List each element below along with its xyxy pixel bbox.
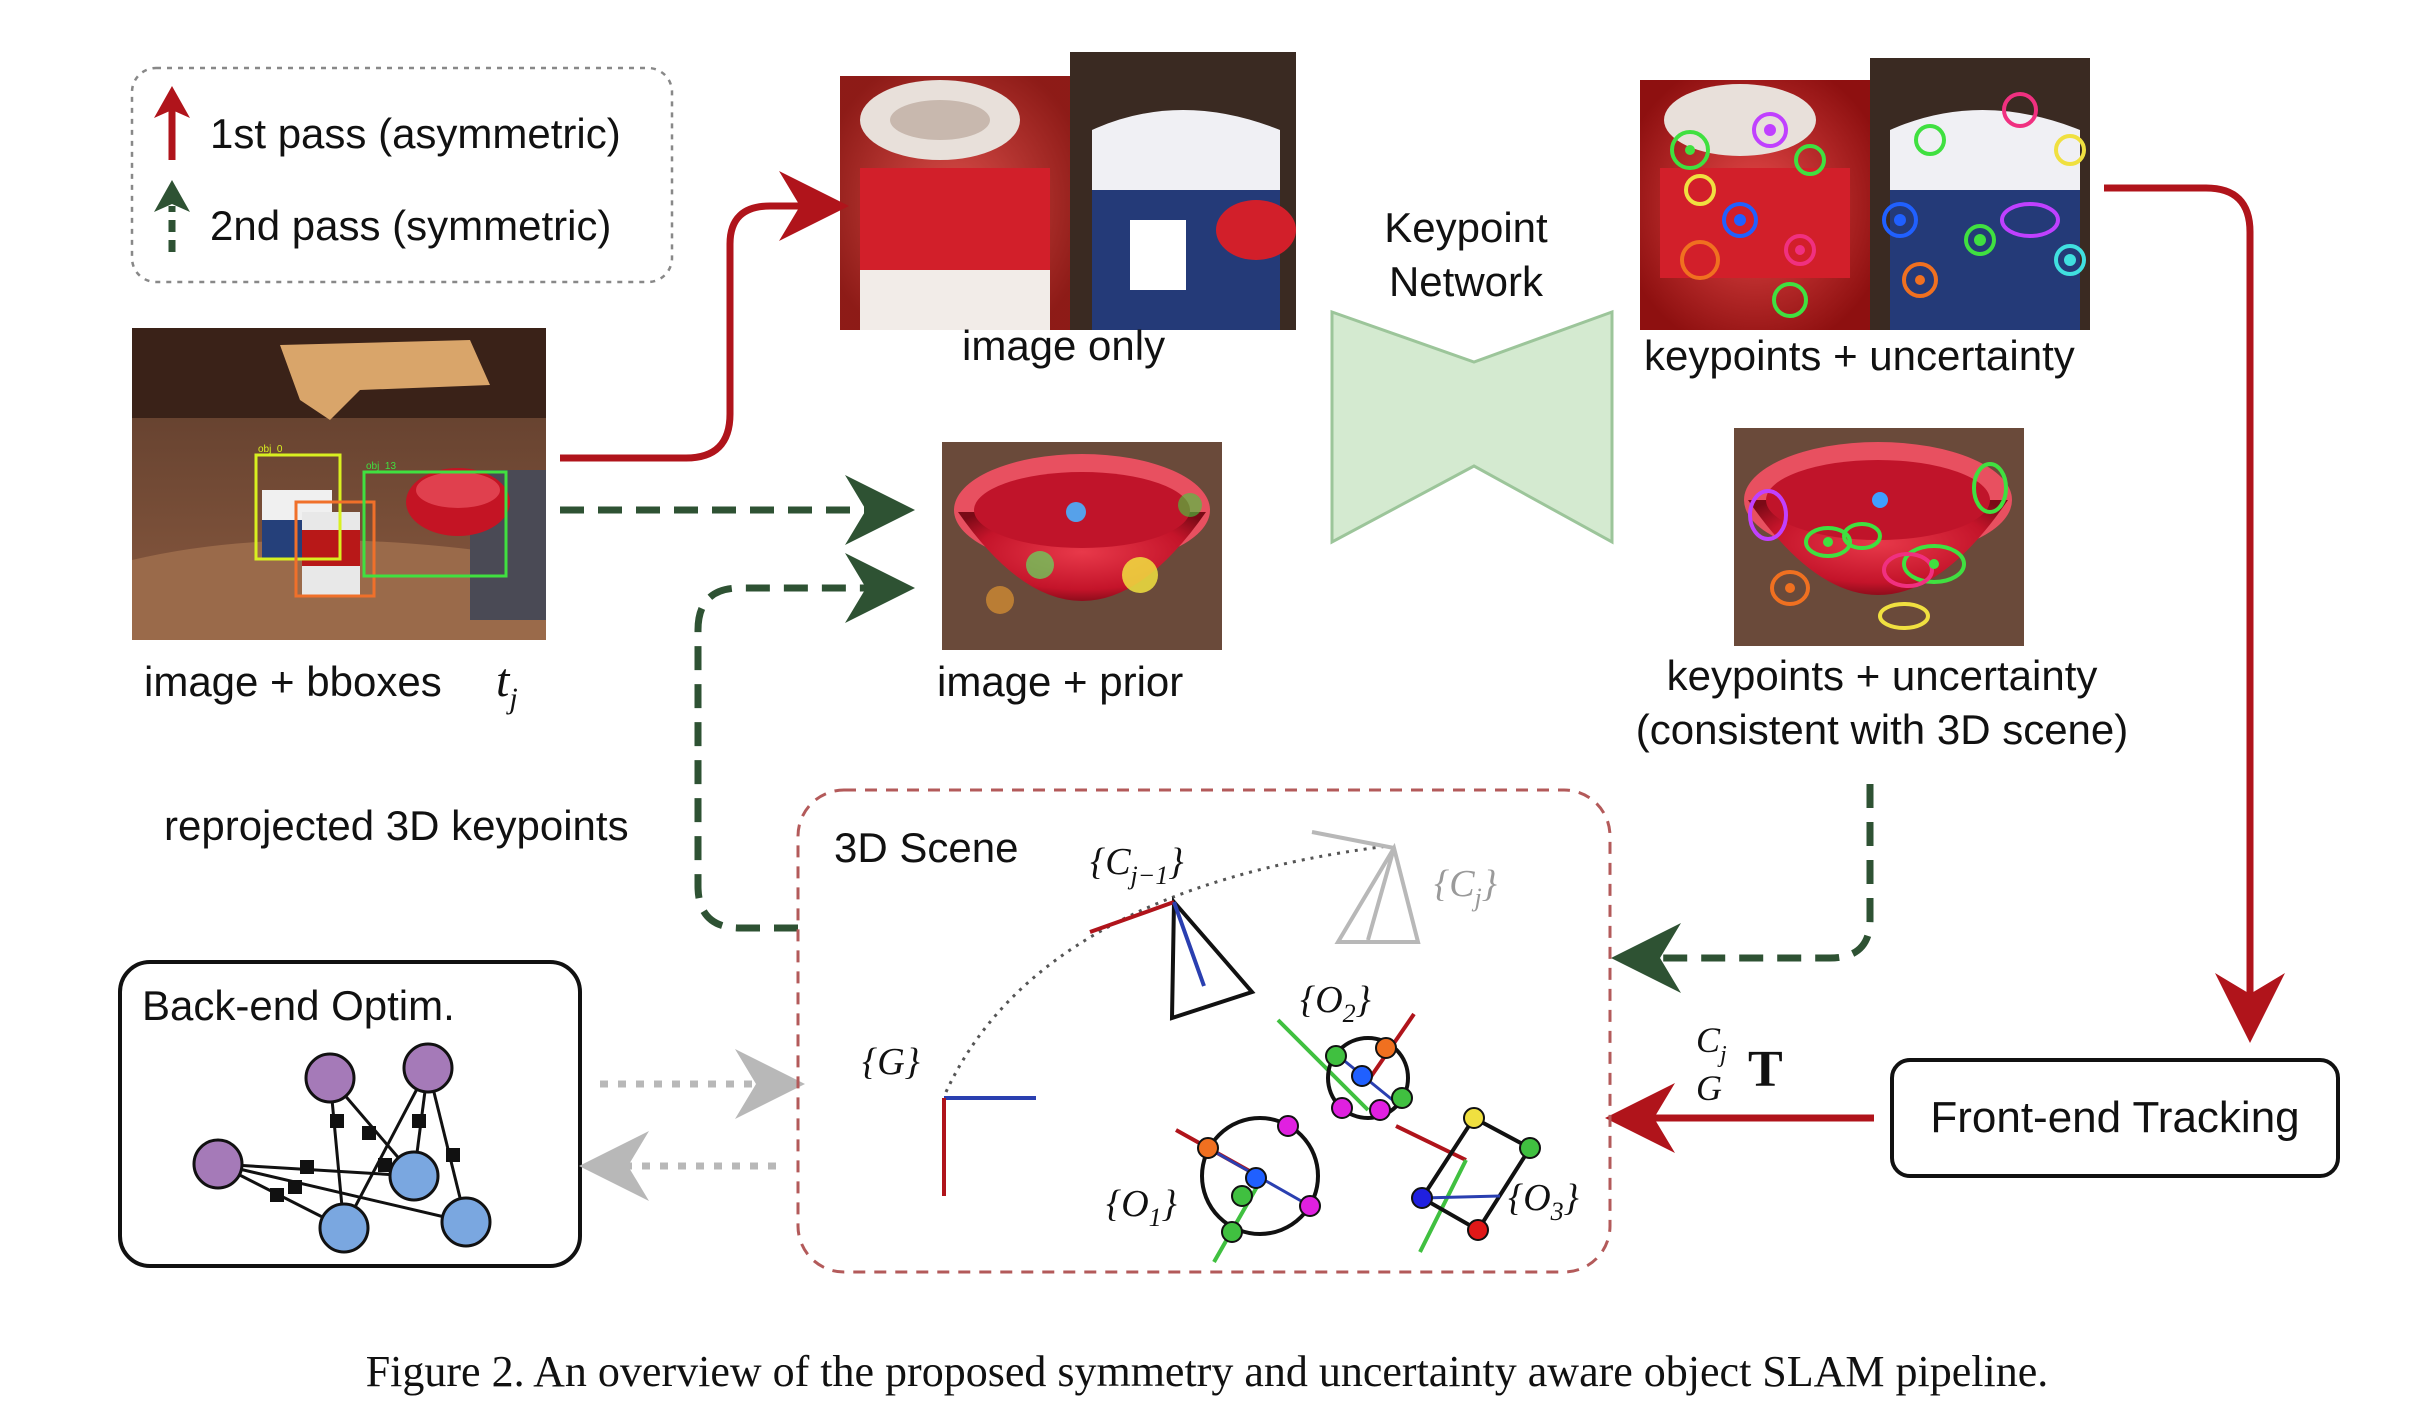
frame-Cj-label: {Cj} [1434, 863, 1497, 912]
frontend-tracking: Front-end Tracking [1890, 1058, 2340, 1178]
node-blue-2 [318, 1202, 370, 1254]
legend-box [130, 66, 674, 284]
keypoints-consistent-label-line2: (consistent with 3D scene) [1636, 706, 2129, 753]
image-only-thumbnail [840, 52, 1296, 330]
gray-arrows [579, 1049, 805, 1201]
network-label-line2: Network [1389, 258, 1544, 305]
frontend-box [1890, 1058, 2340, 1178]
bbox-yellow [254, 453, 342, 561]
object-O2 [1276, 1012, 1416, 1121]
image-bboxes-label: image + bboxes [144, 658, 442, 705]
bbox-tag-1: obj_0 [258, 444, 283, 455]
reprojected-label: reprojected 3D keypoints [164, 802, 629, 849]
backend-box [118, 960, 582, 1268]
frame-O3-label: {O3} [1508, 1177, 1579, 1226]
legend-pass2-arrow-icon [154, 180, 190, 252]
keypoint-network: Keypoint Network [1330, 204, 1614, 545]
graph-nodes [192, 1042, 492, 1254]
backend-optim: Back-end Optim. [118, 960, 582, 1268]
svg-text:Cj: Cj [1696, 1020, 1727, 1068]
frame-O2-label: {O2} [1300, 979, 1371, 1028]
keypoints-uncertainty-label: keypoints + uncertainty [1644, 332, 2075, 379]
arrow-keypoints2-to-scene [1611, 784, 1874, 993]
factor-graph [217, 1067, 468, 1230]
network-label-line1: Keypoint [1384, 204, 1548, 251]
arrow-keypoints-to-frontend [2104, 184, 2285, 1043]
bbox-green [362, 470, 508, 578]
object-O3 [1395, 1107, 1541, 1253]
image-prior-label: image + prior [937, 658, 1183, 705]
scene-box [796, 788, 1612, 1274]
camera-current-icon [1311, 830, 1421, 944]
keypoints-thumbnail-2 [1734, 428, 2024, 646]
legend-pass1-arrow-icon [154, 86, 190, 160]
scene-label: 3D Scene [834, 824, 1018, 871]
transform-label: Cj G T [1696, 1020, 1783, 1108]
frame-G-label: {G} [862, 1041, 920, 1083]
object-O1 [1175, 1115, 1321, 1263]
legend-pass1-label: 1st pass (asymmetric) [210, 110, 621, 157]
svg-text:T: T [1748, 1041, 1783, 1098]
scene-3d: 3D Scene {G} {Cj−1} {Cj} [796, 788, 1612, 1274]
legend-pass2-label: 2nd pass (symmetric) [210, 202, 611, 249]
node-purple-2 [402, 1042, 454, 1094]
frontend-label: Front-end Tracking [1930, 1093, 2299, 1142]
time-var-label: tj [496, 654, 518, 715]
svg-text:G: G [1696, 1068, 1722, 1108]
image-prior-thumbnail [942, 442, 1222, 650]
pass2-arrows [560, 475, 1874, 993]
keypoints-consistent-label-line1: keypoints + uncertainty [1667, 652, 2098, 699]
bbox-tag-2: obj_13 [366, 461, 396, 472]
keypoints-thumbnail-1 [1640, 58, 2090, 330]
node-blue-1 [388, 1150, 440, 1202]
bbox-orange [294, 500, 376, 598]
node-blue-3 [440, 1196, 492, 1248]
frame-Cj1-label: {Cj−1} [1090, 841, 1184, 890]
pass1-arrows [560, 171, 2285, 1153]
input-image: obj_0 obj_13 [132, 328, 546, 640]
arrow-input-to-imageonly [560, 171, 849, 462]
figure-caption: Figure 2. An overview of the proposed sy… [366, 1347, 2049, 1396]
backend-label: Back-end Optim. [142, 982, 455, 1029]
image-only-label: image only [962, 322, 1165, 369]
network-shape [1330, 309, 1614, 545]
legend: 1st pass (asymmetric) 2nd pass (symmetri… [130, 66, 674, 284]
frame-G-axes [942, 1096, 1036, 1196]
camera-prev-icon [1089, 896, 1256, 1021]
node-purple-3 [192, 1138, 244, 1190]
frame-O1-label: {O1} [1106, 1183, 1177, 1232]
node-purple-1 [304, 1052, 356, 1104]
arrow-reprojected-to-imageprior [694, 553, 915, 932]
